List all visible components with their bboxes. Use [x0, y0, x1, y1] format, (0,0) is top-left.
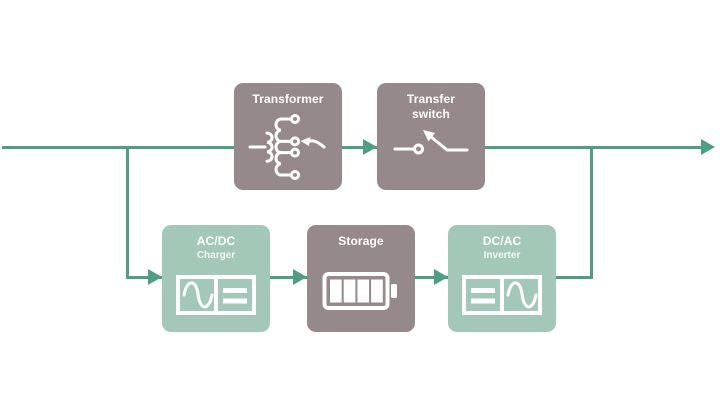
node-dcac-inverter: DC/AC Inverter [448, 225, 556, 332]
node-acdc-charger: AC/DC Charger [162, 225, 270, 332]
dc-to-ac-converter-icon [462, 275, 542, 315]
node-transfer-switch: Transfer switch [377, 83, 485, 190]
branch-line-left [126, 146, 129, 279]
battery-icon [322, 272, 397, 310]
node-sublabel: Inverter [483, 250, 521, 261]
node-label: DC/AC [482, 234, 522, 248]
arrow-power-output [701, 139, 715, 155]
node-transformer: Transformer [234, 83, 342, 190]
node-storage: Storage [307, 225, 415, 332]
node-label: Transfer switch [406, 92, 456, 121]
node-label: Transformer [252, 92, 324, 106]
open-switch-icon [393, 130, 469, 155]
node-sublabel: Charger [196, 250, 236, 261]
node-label: AC/DC [196, 234, 236, 248]
arrow-into-storage [293, 269, 307, 285]
arrow-into-transfer-switch [363, 139, 377, 155]
node-label: Storage [338, 234, 384, 248]
return-line-right [590, 146, 593, 279]
arrow-into-acdc-charger [148, 269, 162, 285]
arrow-into-dcac-inverter [434, 269, 448, 285]
ac-to-dc-converter-icon [176, 275, 256, 315]
main-power-line [2, 146, 701, 149]
transformer-winding-taps-icon [248, 114, 326, 180]
